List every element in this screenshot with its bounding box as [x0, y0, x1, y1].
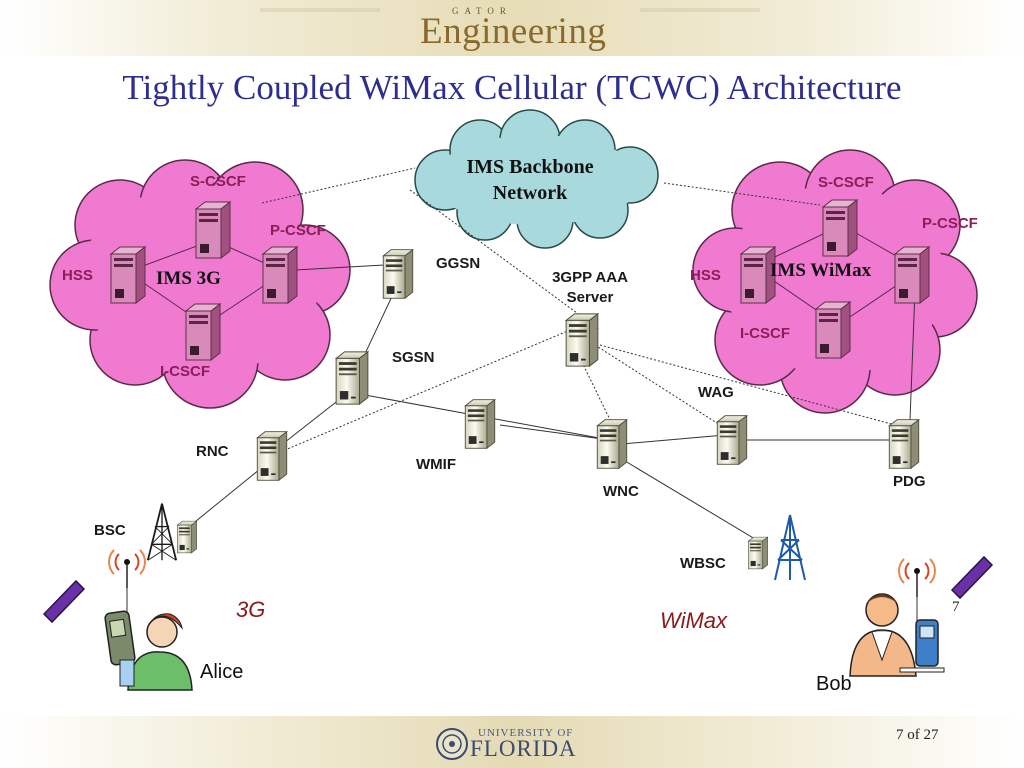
rnc-label: RNC	[196, 443, 229, 460]
ims-wimax-label: IMS WiMax	[770, 260, 872, 281]
p-cscf-3g-server-icon	[262, 246, 298, 304]
p-cscf-3g-label: P-CSCF	[270, 222, 326, 239]
aaa-server-label: 3GPP AAA Server	[530, 268, 650, 308]
s-cscf-wimax-server-icon	[822, 199, 858, 257]
backbone-cloud-label: IMS Backbone Network	[430, 154, 630, 206]
brand-engineering-logo: Engineering	[420, 11, 607, 52]
hss-3g-label: HSS	[62, 267, 93, 284]
header-banner	[0, 0, 1024, 56]
purple-bar-right-icon	[950, 555, 994, 600]
network-3g-label: 3G	[236, 597, 266, 622]
wag-label: WAG	[698, 384, 734, 401]
wnc-label: WNC	[603, 483, 639, 500]
alice-signal-icon	[108, 549, 146, 588]
bob-label: Bob	[816, 673, 852, 695]
wmif-label: WMIF	[416, 456, 456, 473]
bsc-server-icon	[177, 520, 197, 554]
sgsn-server-icon	[335, 351, 369, 405]
footer-banner	[0, 716, 1024, 768]
university-seal-icon	[436, 728, 468, 760]
florida-logo-text: FLORIDA	[470, 736, 577, 761]
hss-3g-server-icon	[110, 246, 146, 304]
sgsn-label: SGSN	[392, 349, 435, 366]
university-of-text: UNIVERSITY OF	[478, 727, 574, 739]
slide-number: 7	[952, 599, 960, 615]
backbone-label-line1: IMS Backbone	[466, 156, 594, 178]
dotted-links	[261, 167, 896, 451]
wnc-server-icon	[596, 419, 628, 469]
page-indicator: 7 of 27	[896, 727, 939, 743]
aaa-label-line1: 3GPP AAA	[552, 269, 628, 286]
i-cscf-3g-server-icon	[185, 303, 221, 361]
wbsc-label: WBSC	[680, 555, 726, 572]
brand-gator-text: GATOR	[452, 6, 512, 16]
i-cscf-wimax-label: I-CSCF	[740, 325, 790, 342]
purple-bar-left-icon	[42, 579, 86, 624]
aaa-label-line2: Server	[566, 289, 614, 306]
bsc-label: BSC	[94, 522, 126, 539]
wag-server-icon	[716, 415, 748, 465]
backbone-label-line2: Network	[492, 182, 568, 204]
ggsn-server-icon	[382, 249, 414, 299]
hss-wimax-label: HSS	[690, 267, 721, 284]
pdg-label: PDG	[893, 473, 926, 490]
rnc-server-icon	[256, 431, 288, 481]
3g-tower-icon	[146, 502, 178, 562]
s-cscf-3g-label: S-CSCF	[190, 173, 246, 190]
ims-3g-label: IMS 3G	[156, 268, 221, 289]
wbsc-server-icon	[748, 536, 768, 570]
wimax-tower-icon	[774, 514, 806, 581]
network-wimax-label: WiMax	[660, 608, 728, 633]
alice-figure-icon	[104, 610, 193, 691]
p-cscf-wimax-label: P-CSCF	[922, 215, 978, 232]
s-cscf-3g-server-icon	[195, 201, 231, 259]
ims-3g-cloud	[49, 159, 351, 409]
bob-signal-icon	[898, 558, 936, 597]
pdg-server-icon	[888, 419, 920, 469]
p-cscf-wimax-server-icon	[894, 246, 930, 304]
s-cscf-wimax-label: S-CSCF	[818, 174, 874, 191]
slide-title: Tightly Coupled WiMax Cellular (TCWC) Ar…	[122, 68, 902, 107]
ims-backbone-cloud	[414, 109, 659, 249]
ggsn-label: GGSN	[436, 255, 481, 272]
wmif-server-icon	[464, 399, 496, 449]
bob-figure-icon	[849, 593, 945, 677]
aaa-server-icon	[565, 313, 599, 367]
i-cscf-wimax-server-icon	[815, 301, 851, 359]
i-cscf-3g-label: I-CSCF	[160, 363, 210, 380]
alice-label: Alice	[200, 661, 244, 683]
